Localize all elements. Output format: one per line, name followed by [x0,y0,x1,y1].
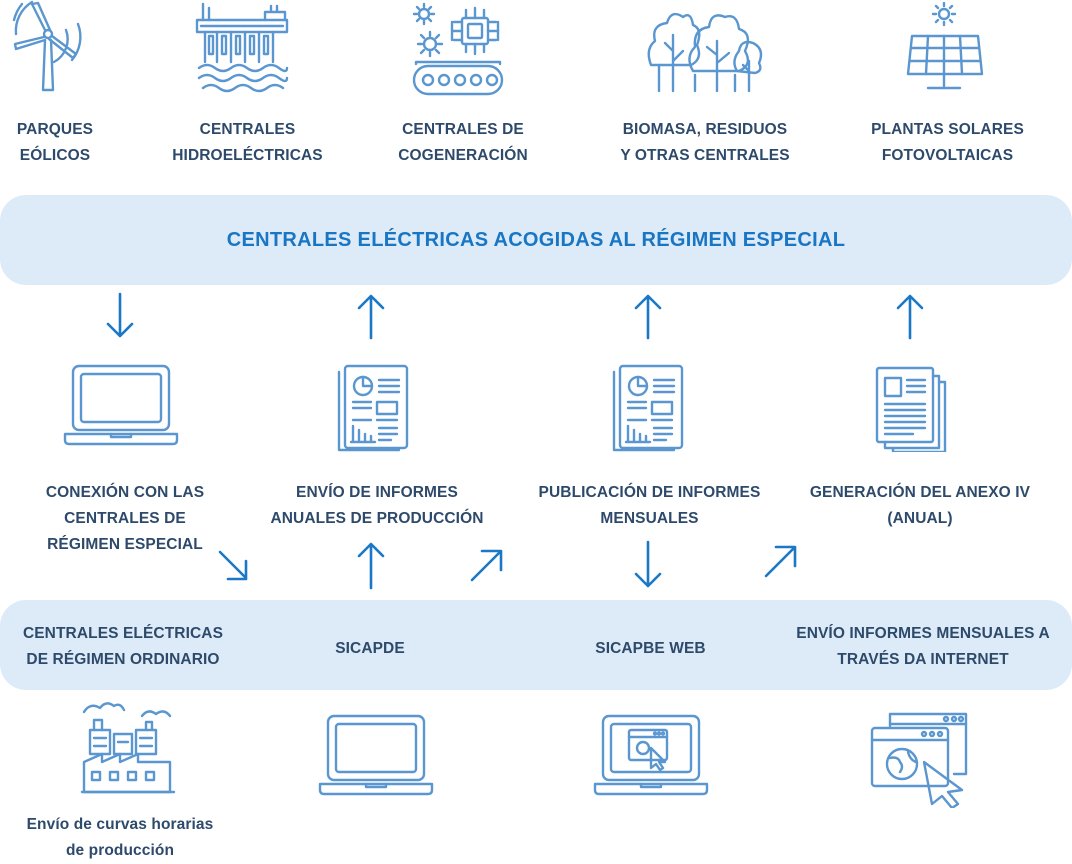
band-item-sicapde: SICAPDE [335,640,405,657]
arrow-down-icon [630,538,666,592]
solar-panel-icon [902,2,986,94]
trees-icon [645,5,765,95]
laptop-web-app-icon [593,712,709,798]
factory-icon [80,700,176,796]
arrow-up-right-icon [466,544,508,586]
gears-conveyor-icon [408,2,508,98]
laptop-icon [318,712,434,798]
arrow-up-icon [630,290,666,342]
hydroelectric-dam-icon [195,2,290,94]
arrow-down-icon [102,290,138,342]
arrow-up-icon [353,290,389,342]
report-document-icon [335,364,411,452]
stacked-documents-icon [873,366,949,452]
arrow-up-icon [353,538,389,592]
band-item-sicapbe-web: SICAPBE WEB [595,640,706,657]
ordinary-regime-band [0,600,1072,690]
label-generacion-anexo: GENERACIÓN DEL ANEXO IV(ANUAL) [809,484,1031,527]
laptop-icon [63,362,179,448]
wind-turbine-icon [10,0,90,95]
band-title: CENTRALES ELÉCTRICAS ACOGIDAS AL RÉGIMEN… [226,229,846,251]
web-browser-globe-icon [868,712,974,808]
arrow-up-right-icon [760,540,802,582]
report-document-icon [610,364,686,452]
arrow-down-right-icon [214,546,254,586]
arrow-up-icon [892,290,928,342]
special-regime-band: CENTRALES ELÉCTRICAS ACOGIDAS AL RÉGIMEN… [0,195,1072,285]
